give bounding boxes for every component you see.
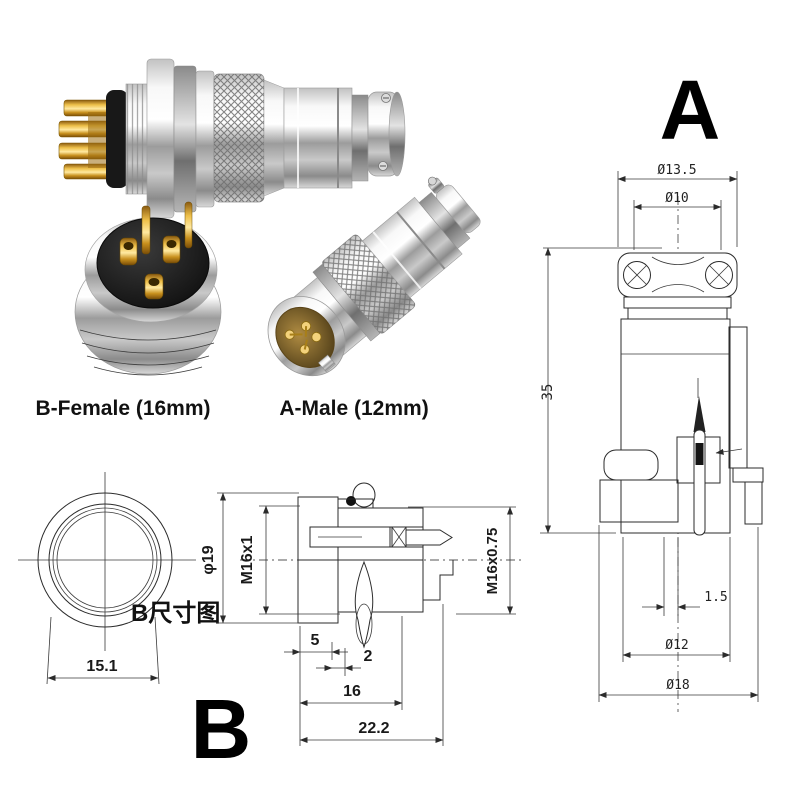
rear-step-profile (422, 560, 454, 601)
dim-pin-offset: 1.5 (642, 537, 728, 616)
set-screw (352, 482, 376, 508)
coupling-nut-hatch (599, 479, 679, 523)
photo-male-plug (267, 176, 481, 377)
dim-flange-diameter: Ø18 (598, 525, 759, 702)
dim-flange-thickness: 5 (284, 632, 348, 656)
svg-text:Ø12: Ø12 (665, 638, 688, 653)
solder-pin-2 (184, 201, 193, 249)
dim-step: 2 (316, 648, 373, 672)
drawing-a: Ø13.5 Ø10 35 1.5 Ø12 (540, 163, 764, 712)
label-male: A-Male (12mm) (279, 397, 428, 420)
plug-taper (263, 79, 285, 197)
drawing-b-section: φ19 M16x1 M16x0.75 5 (200, 482, 523, 746)
solder-cup-2 (162, 235, 181, 264)
flange-leg-hatch (744, 481, 763, 525)
svg-text:φ19: φ19 (200, 545, 217, 574)
label-female: B-Female (16mm) (35, 397, 210, 420)
dim-height-35: 35 (540, 247, 662, 534)
dim-thread-rear: M16x0.75 (408, 506, 516, 615)
nut-shoulder (603, 449, 659, 481)
solder-pin-1 (141, 205, 151, 255)
svg-text:1.5: 1.5 (704, 590, 727, 605)
plug-rear-barrel (362, 196, 463, 299)
solder-cup-1 (119, 237, 138, 266)
solder-cup-3 (144, 273, 164, 300)
flange-washer (173, 65, 197, 213)
svg-text:22.2: 22.2 (358, 720, 389, 737)
key-notch (318, 354, 336, 373)
dim-body-diameter: Ø12 (622, 537, 731, 662)
svg-text:16: 16 (343, 683, 361, 700)
svg-text:M16x0.75: M16x0.75 (484, 528, 501, 595)
b-body (297, 482, 454, 649)
photo-mated-connector-pair (58, 58, 406, 219)
tail-pin (405, 529, 453, 546)
svg-text:15.1: 15.1 (86, 658, 117, 675)
body-profile-a (599, 296, 764, 534)
dim-across-flats: 15.1 (46, 616, 160, 685)
dim-overall-length: 22.2 (299, 720, 444, 744)
solder-lug-side (354, 560, 374, 649)
female-insulator-ring (106, 90, 128, 188)
thread-section-hatch (728, 326, 748, 469)
svg-text:Ø10: Ø10 (665, 191, 688, 206)
knurled-coupling-ring (213, 73, 265, 203)
drawing-b-front-view: 15.1 B尺寸图 (18, 472, 220, 685)
b-extension-lines (299, 604, 444, 746)
plug-neck (351, 94, 369, 182)
svg-text:5: 5 (311, 632, 320, 649)
mounting-flange (146, 58, 175, 219)
male-pins (284, 321, 322, 355)
svg-text:2: 2 (364, 648, 373, 665)
plug-barrel (283, 87, 353, 189)
photo-female-receptacle (74, 201, 222, 376)
dim-cap-outer: Ø13.5 (617, 163, 738, 247)
drawing-b-caption: B尺寸图 (131, 600, 220, 627)
cap-bell (617, 252, 738, 298)
dim-thread-front: M16x1 (239, 505, 340, 615)
dim-thread-length: 16 (299, 683, 403, 707)
svg-text:M16x1: M16x1 (239, 535, 256, 584)
flange-lip (732, 467, 764, 483)
svg-text:Ø13.5: Ø13.5 (657, 163, 696, 178)
plug-front-face (267, 296, 346, 377)
seal-dot (346, 496, 356, 506)
dim-cap-inner: Ø10 (633, 191, 722, 250)
cable-end-cap (367, 91, 406, 177)
drawing-b-letter: B (191, 682, 252, 776)
dim-outer-diameter: φ19 (200, 492, 299, 624)
panel-nut (195, 70, 215, 208)
female-crown-pins (58, 99, 113, 180)
svg-text:35: 35 (540, 384, 556, 401)
center-pin (676, 378, 743, 536)
plug-rear-cap (427, 176, 481, 234)
svg-text:Ø18: Ø18 (666, 678, 689, 693)
drawing-a-letter: A (660, 63, 721, 157)
